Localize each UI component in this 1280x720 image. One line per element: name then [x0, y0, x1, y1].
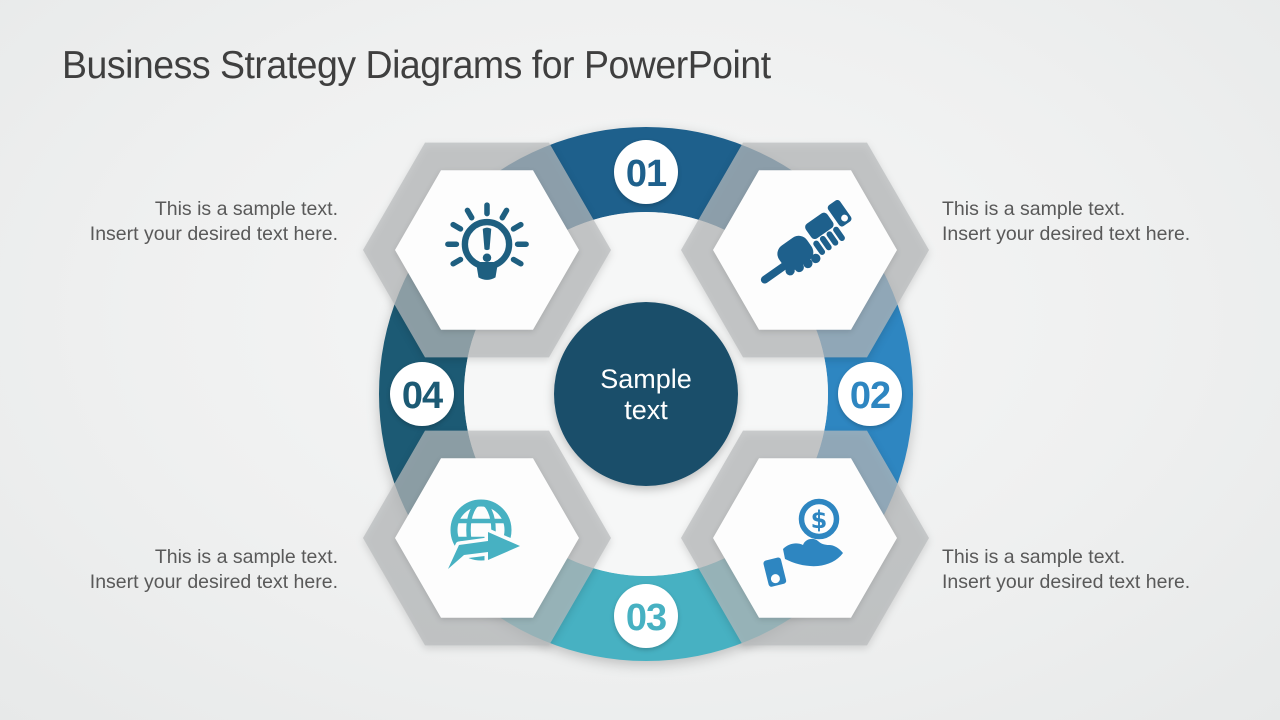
hexagon-bottom-right: [681, 430, 929, 646]
caption-bottom-left: This is a sample text. Insert your desir…: [40, 545, 338, 595]
caption-bottom-right: This is a sample text. Insert your desir…: [942, 545, 1252, 595]
lightbulb-base: [475, 262, 499, 280]
center-circle: [554, 302, 738, 486]
money-hand: [763, 538, 843, 587]
badge-02: 02: [838, 362, 902, 426]
money-hand-palm: [783, 538, 843, 567]
badge-number: 03: [626, 597, 666, 639]
caption-line: This is a sample text.: [154, 546, 338, 568]
lightbulb-exclamation-icon: [445, 202, 529, 280]
handshake-finger: [833, 226, 845, 242]
caption-line: Insert your desired text here.: [89, 571, 338, 593]
center-label: Sample text: [600, 364, 692, 425]
caption-top-right: This is a sample text. Insert your desir…: [942, 197, 1252, 247]
handshake-knuckle: [811, 253, 821, 264]
handshake-finger: [819, 236, 832, 251]
caption-line: Insert your desired text here.: [942, 223, 1191, 245]
handshake-finger: [826, 231, 839, 246]
badge-number: 04: [402, 375, 443, 417]
handshake-finger: [813, 240, 826, 255]
badge-circle: [614, 584, 678, 648]
badge-04: 04: [390, 362, 454, 426]
caption-line: This is a sample text.: [942, 546, 1126, 568]
money-hand-cufflink: [770, 574, 780, 584]
handshake-sleeve: [805, 212, 834, 240]
hexagon-face: [713, 458, 897, 618]
badge-number: 01: [626, 153, 667, 195]
handshake-icon: [760, 199, 852, 284]
badge-number: 02: [850, 375, 890, 417]
badge-circle: [390, 362, 454, 426]
dollar-symbol: $: [811, 506, 828, 534]
dollar-coin: [798, 498, 840, 540]
lightbulb-rays: [445, 202, 529, 267]
globe-meridian: [466, 500, 496, 560]
badge-01: 01: [614, 140, 678, 204]
exclamation-bar: [482, 227, 492, 251]
handshake-arm: [760, 261, 789, 284]
exclamation-dot: [482, 253, 492, 263]
badge-circle: [614, 140, 678, 204]
caption-line: Insert your desired text here.: [942, 571, 1191, 593]
caption-line: This is a sample text.: [942, 198, 1126, 220]
globe-arrow: [448, 532, 520, 569]
caption-line: This is a sample text.: [154, 198, 338, 220]
badge-circle: [838, 362, 902, 426]
money-hand-cuff: [763, 557, 787, 587]
money-hand-icon: $: [763, 498, 843, 587]
handshake-fist: [777, 235, 814, 271]
caption-top-left: This is a sample text. Insert your desir…: [40, 197, 338, 247]
globe-arrow-icon: [444, 499, 524, 573]
slide-title: Business Strategy Diagrams for PowerPoin…: [62, 44, 771, 87]
caption-line: Insert your desired text here.: [89, 223, 338, 245]
badge-03: 03: [614, 584, 678, 648]
handshake-cufflink: [841, 214, 848, 222]
